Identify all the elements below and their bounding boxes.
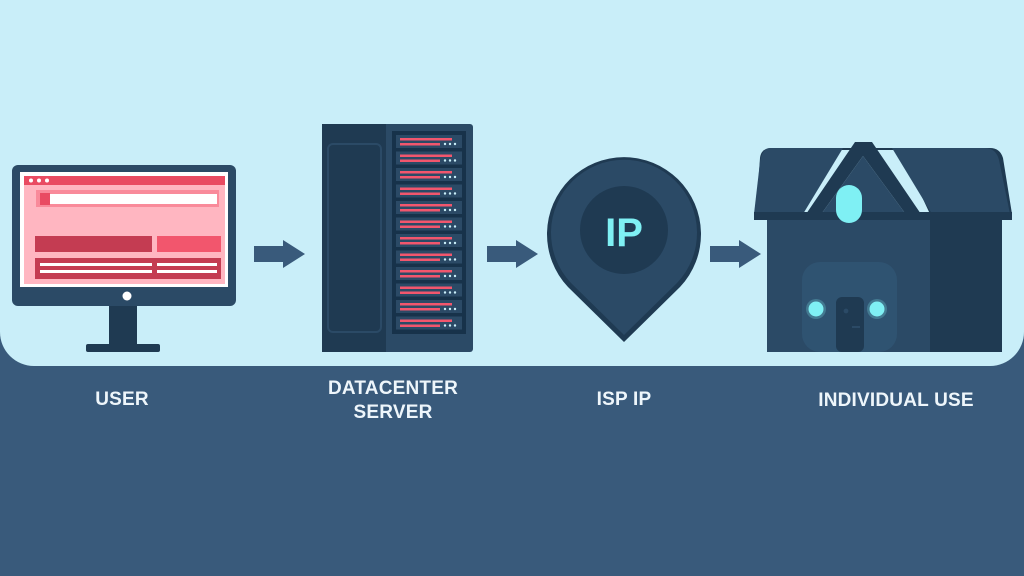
server-slot (396, 300, 462, 313)
node-label-line: DATACENTER (327, 378, 459, 399)
server-slot (396, 168, 462, 181)
node-label-individual-use: INDIVIDUAL USE (786, 389, 1006, 413)
node-label-line: INDIVIDUAL USE (818, 390, 974, 411)
server-slot (396, 234, 462, 247)
monitor-icon (12, 165, 236, 352)
server-slot (396, 135, 462, 148)
server-slot (396, 250, 462, 264)
arrow-icon (710, 240, 761, 268)
server-slot (396, 201, 462, 214)
node-label-datacenter-server: DATACENTER SERVER (303, 377, 483, 425)
ip-badge-text: IP (605, 211, 643, 255)
server-slot (396, 283, 462, 297)
location-pin-icon: IP (547, 157, 701, 342)
house-icon (754, 142, 1012, 352)
node-label-line: ISP IP (596, 389, 652, 410)
server-slot (396, 184, 462, 198)
node-label-user: USER (62, 388, 182, 412)
arrow-icon (487, 240, 538, 268)
node-label-isp-ip: ISP IP (564, 388, 684, 412)
server-slot (396, 316, 462, 330)
server-rack-icon (322, 124, 473, 352)
arrow-icon (254, 240, 305, 268)
node-label-line: SERVER (353, 402, 433, 423)
server-slot (396, 267, 462, 280)
node-label-line: USER (95, 389, 149, 410)
server-slot (396, 217, 462, 231)
server-slot (396, 151, 462, 165)
